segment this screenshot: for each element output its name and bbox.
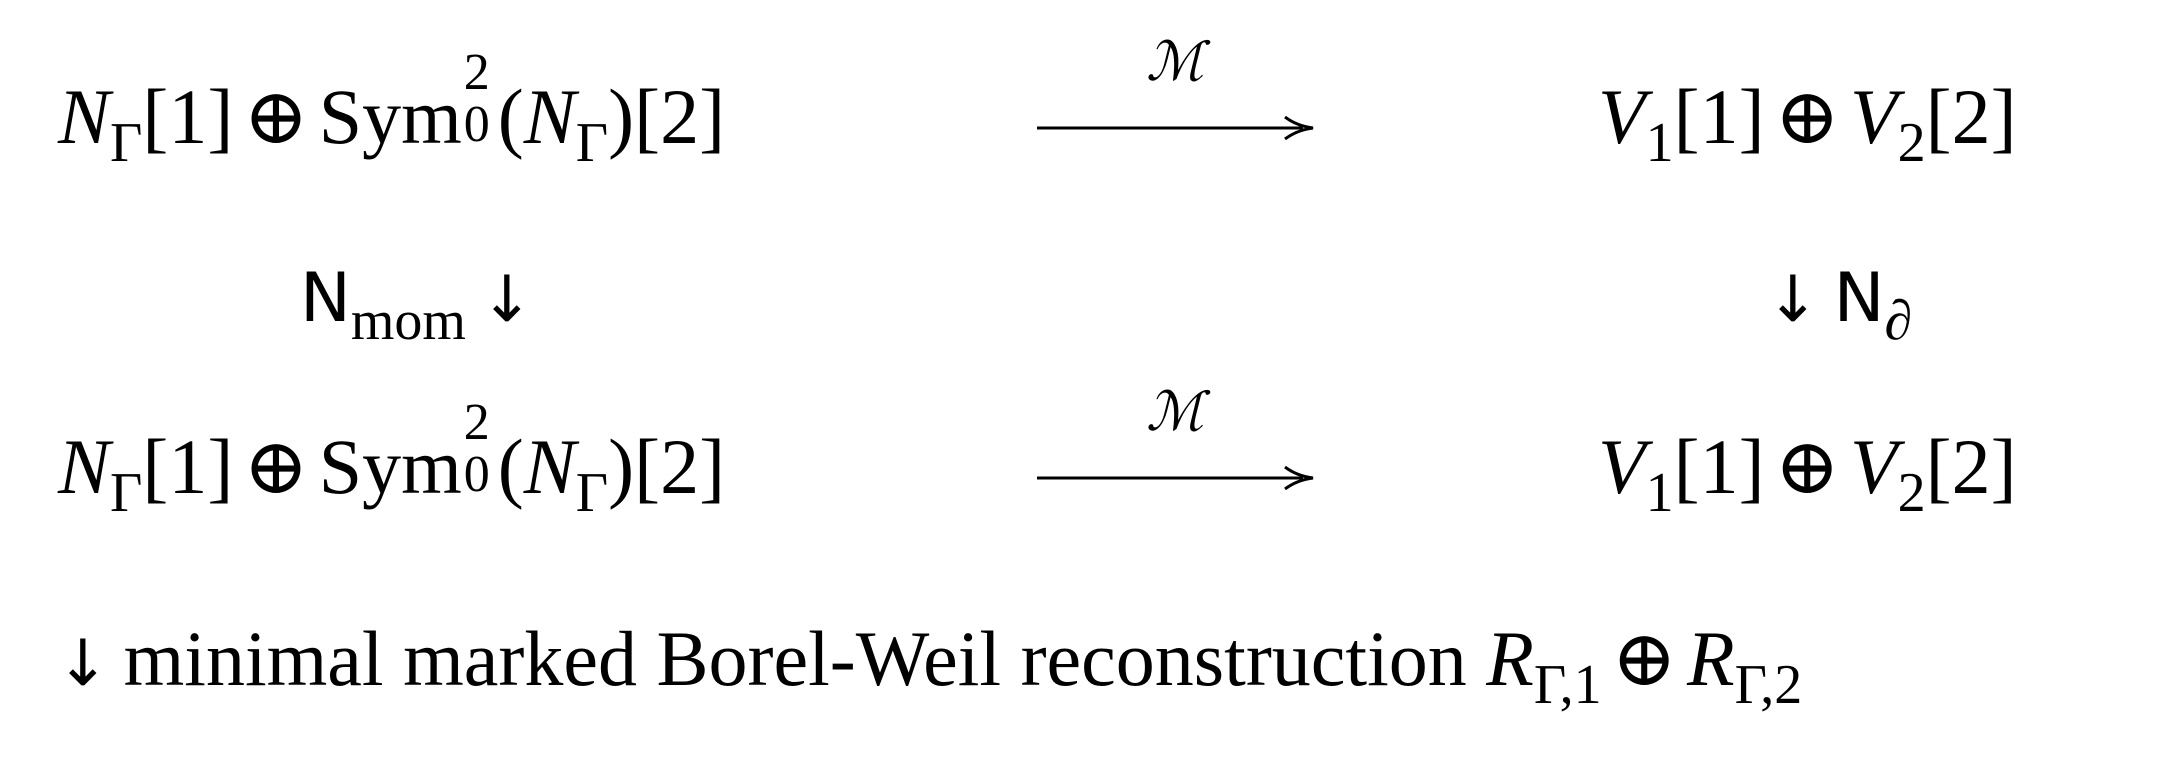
arrow-label: ℳ xyxy=(1146,380,1204,443)
gamma-subscript: Γ xyxy=(575,462,609,524)
v-subscript-one: 1 xyxy=(1645,112,1674,174)
right-arrow-icon xyxy=(1037,466,1314,490)
down-arrow-icon: ↓ xyxy=(56,627,110,701)
left-vertical-map: Nmom↓ xyxy=(300,240,548,358)
oplus-symbol: ⊕ xyxy=(243,423,309,510)
n-partial-symbol: N xyxy=(1833,259,1885,338)
gamma-subscript: Γ xyxy=(575,112,609,174)
top-right-node: V1[1]⊕V2[2] xyxy=(1598,62,2017,180)
v-symbol: V xyxy=(1598,423,1646,510)
oplus-symbol: ⊕ xyxy=(1611,615,1677,702)
bottom-map-arrow: ℳ xyxy=(1035,382,1315,522)
v-symbol: V xyxy=(1598,73,1646,160)
shift-one: [1] xyxy=(142,73,234,160)
v-symbol: V xyxy=(1849,73,1898,160)
n-symbol: N xyxy=(58,423,111,510)
v-subscript-two: 2 xyxy=(1897,462,1926,524)
shift-two: [2] xyxy=(1925,73,2017,160)
gamma-subscript: Γ xyxy=(110,112,143,174)
right-vertical-map: ↓N∂ xyxy=(1752,240,1912,358)
n-mom-symbol: N xyxy=(300,259,351,338)
n-symbol: N xyxy=(58,73,111,160)
arrow-label: ℳ xyxy=(1146,30,1204,93)
down-arrow-icon: ↓ xyxy=(480,263,534,337)
r-subscript-one: Γ,1 xyxy=(1533,654,1602,716)
v-subscript-two: 2 xyxy=(1897,112,1926,174)
r-subscript-two: Γ,2 xyxy=(1734,654,1803,716)
vertical-maps-row: Nmom↓ ↓N∂ xyxy=(0,240,2166,352)
sym-superscript: 2 xyxy=(463,394,490,451)
n-symbol: N xyxy=(523,423,576,510)
r-symbol: R xyxy=(1686,615,1735,702)
r-symbol: R xyxy=(1486,615,1534,702)
shift-one: [1] xyxy=(142,423,234,510)
oplus-symbol: ⊕ xyxy=(1774,423,1840,510)
bottom-right-node: V1[1]⊕V2[2] xyxy=(1598,412,2017,530)
sym-operator: Sym xyxy=(318,73,462,160)
shift-one: [1] xyxy=(1673,423,1765,510)
gamma-subscript: Γ xyxy=(110,462,143,524)
oplus-symbol: ⊕ xyxy=(243,73,309,160)
oplus-symbol: ⊕ xyxy=(1774,73,1840,160)
sym-superscript: 2 xyxy=(463,44,490,101)
right-arrow-icon xyxy=(1037,116,1314,140)
shift-two: [2] xyxy=(1925,423,2017,510)
partial-subscript: ∂ xyxy=(1884,290,1913,352)
shift-one: [1] xyxy=(1673,73,1765,160)
paren-close: ) xyxy=(608,73,635,160)
down-arrow-icon: ↓ xyxy=(1766,263,1820,337)
v-symbol: V xyxy=(1849,423,1898,510)
paren-open: ( xyxy=(497,73,524,160)
reconstruction-line: ↓minimal marked Borel-Weil reconstructio… xyxy=(42,604,1802,722)
sym-operator: Sym xyxy=(318,423,462,510)
sym-subscript: 0 xyxy=(463,96,490,153)
mom-subscript: mom xyxy=(350,290,466,352)
shift-two: [2] xyxy=(634,73,726,160)
n-symbol: N xyxy=(523,73,576,160)
sym-subscript: 0 xyxy=(463,446,490,503)
reconstruction-text: minimal marked Borel-Weil reconstruction xyxy=(123,615,1467,702)
shift-two: [2] xyxy=(634,423,726,510)
paren-open: ( xyxy=(497,423,524,510)
v-subscript-one: 1 xyxy=(1645,462,1674,524)
reconstruction-row: ↓minimal marked Borel-Weil reconstructio… xyxy=(0,604,2166,716)
paren-close: ) xyxy=(608,423,635,510)
top-map-arrow: ℳ xyxy=(1035,32,1315,172)
